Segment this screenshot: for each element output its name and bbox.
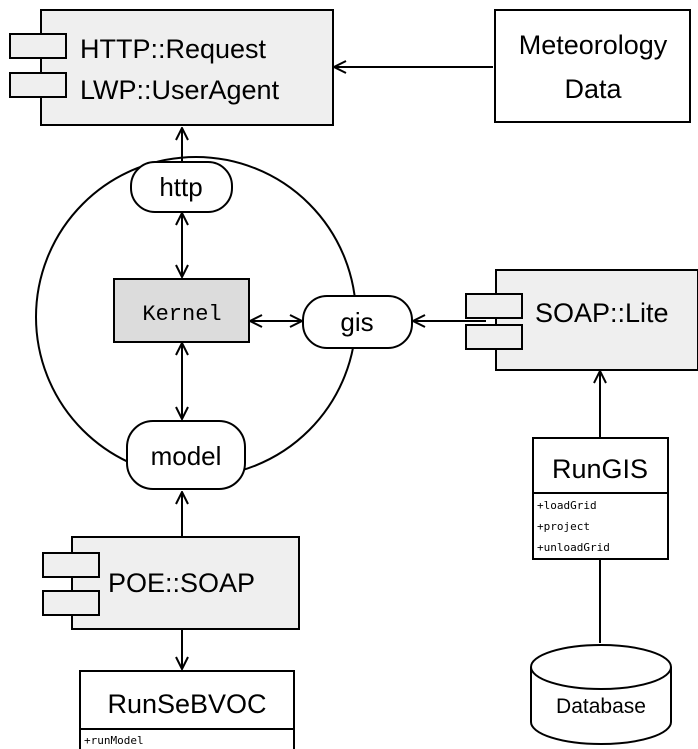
component-tab-icon — [465, 324, 523, 350]
class-rungis-method: +unloadGrid — [537, 541, 610, 554]
poe-soap-label: POE::SOAP — [108, 568, 255, 598]
class-rungis-method: +project — [537, 520, 590, 533]
kernel-box: Kernel — [113, 278, 250, 343]
class-runsebvoc-title: RunSeBVOC — [107, 689, 266, 719]
component-tab-icon — [9, 72, 67, 98]
component-label-line2: LWP::UserAgent — [80, 75, 280, 105]
database-cylinder: Database — [530, 644, 672, 745]
component-tab-icon — [42, 590, 100, 616]
meteorology-label-line1: Meteorology — [519, 30, 668, 60]
class-rungis-method: +loadGrid — [537, 499, 597, 512]
meteorology-label-line2: Data — [564, 74, 622, 104]
node-gis: gis — [302, 295, 413, 349]
soap-lite-label: SOAP::Lite — [535, 298, 669, 328]
component-tab-icon — [42, 552, 100, 578]
node-model-label: model — [151, 441, 222, 471]
component-label-line1: HTTP::Request — [80, 34, 267, 64]
class-rungis: RunGIS +loadGrid +project +unloadGrid — [532, 437, 669, 560]
node-model: model — [126, 420, 246, 490]
component-tab-icon — [465, 293, 523, 319]
kernel-label: Kernel — [142, 302, 221, 327]
class-rungis-title: RunGIS — [552, 454, 648, 484]
component-tab-icon — [9, 33, 67, 59]
component-poe-soap: POE::SOAP — [42, 536, 300, 630]
node-http-label: http — [159, 172, 202, 202]
component-http-request: HTTP::Request LWP::UserAgent — [9, 9, 334, 126]
node-http: http — [130, 161, 233, 213]
meteorology-data-box: Meteorology Data — [494, 9, 691, 123]
class-runsebvoc-method: +runModel — [84, 734, 144, 747]
component-soap-lite: SOAP::Lite — [465, 269, 698, 371]
node-gis-label: gis — [340, 307, 373, 337]
class-runsebvoc: RunSeBVOC +runModel — [79, 670, 295, 749]
database-label: Database — [556, 695, 646, 718]
